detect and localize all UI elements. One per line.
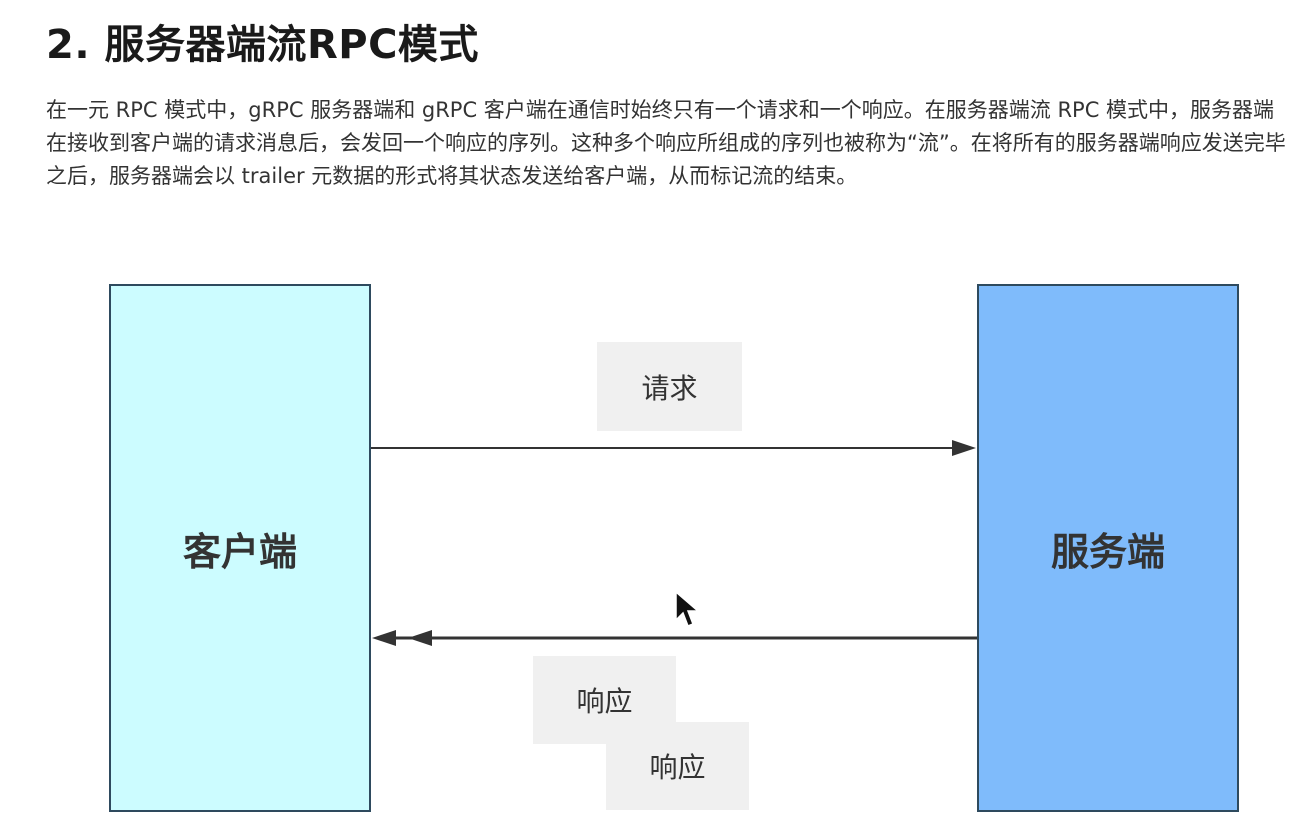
request-label: 请求 [641, 371, 698, 405]
intro-paragraph: 在一元 RPC 模式中，gRPC 服务器端和 gRPC 客户端在通信时始终只有一… [46, 98, 1286, 188]
server-label: 服务端 [1050, 529, 1165, 574]
response-label-1: 响应 [576, 685, 633, 718]
server-box: 服务端 [977, 284, 1239, 812]
response-arrow-head-outer [372, 630, 396, 646]
request-arrow [371, 440, 976, 456]
response-arrow-head-inner [408, 630, 432, 646]
response-message-2: 响应 [606, 722, 749, 810]
response-label-2: 响应 [649, 751, 706, 784]
request-message: 请求 [597, 342, 742, 431]
mouse-pointer-icon [675, 590, 700, 627]
client-label: 客户端 [182, 529, 297, 574]
page-title: 2. 服务器端流RPC模式 [46, 22, 479, 68]
response-arrow [372, 630, 977, 646]
client-box: 客户端 [109, 284, 371, 812]
request-arrow-head [952, 440, 976, 456]
